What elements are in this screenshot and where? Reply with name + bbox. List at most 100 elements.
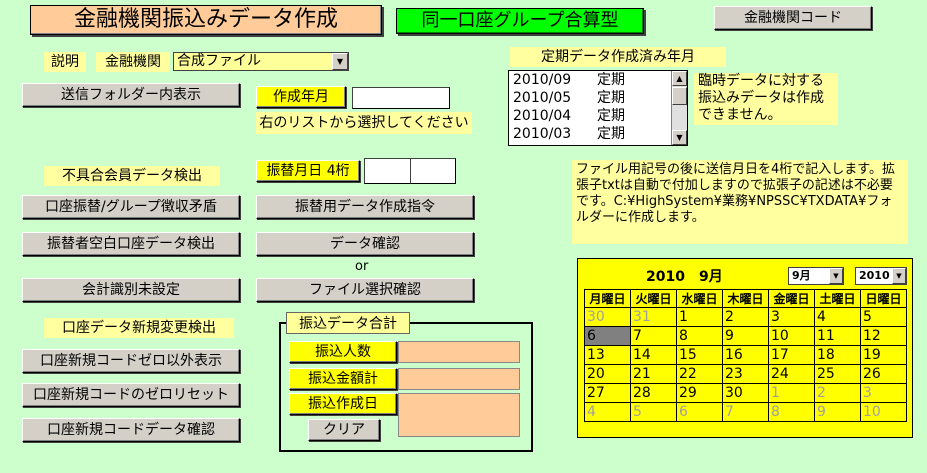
scroll-thumb[interactable]	[672, 87, 687, 105]
defective-header: 不具合会員データ検出	[44, 166, 220, 186]
calendar-day[interactable]: 3	[860, 383, 907, 403]
new-code-reset-button[interactable]: 口座新規コードのゼロリセット	[22, 383, 240, 407]
calendar-day[interactable]: 13	[584, 345, 631, 365]
chevron-down-icon[interactable]: ▼	[829, 268, 843, 284]
calendar-day[interactable]: 24	[768, 364, 815, 384]
calendar-day[interactable]: 10	[860, 402, 907, 422]
transfer-count-field[interactable]	[398, 341, 520, 363]
bank-combo[interactable]: 合成ファイル ▼	[173, 52, 349, 71]
calendar-day[interactable]: 12	[860, 326, 907, 346]
transfer-amount-button[interactable]: 振込金額計	[289, 368, 397, 390]
page-title: 金融機関振込みデータ作成	[30, 5, 382, 35]
periodic-list-date: 2010/04	[513, 108, 572, 124]
calendar-day[interactable]: 15	[676, 345, 723, 365]
new-code-check-button[interactable]: 口座新規コードデータ確認	[22, 418, 240, 442]
group-title: 振込データ合計	[286, 312, 410, 334]
temp-note: 臨時データに対する 振込みデータは作成 できません。	[694, 73, 838, 125]
calendar-day[interactable]: 5	[630, 402, 677, 422]
calendar-day[interactable]: 2	[722, 307, 769, 327]
explain-label[interactable]: 説明	[44, 52, 86, 72]
bank-label: 金融機関	[96, 52, 170, 72]
file-select-button[interactable]: ファイル選択確認	[256, 278, 474, 302]
listbox-scrollbar[interactable]: ▲ ▼	[671, 71, 687, 145]
or-label: or	[355, 259, 369, 274]
calendar-day[interactable]: 19	[860, 345, 907, 365]
file-note: ファイル用記号の後に送信月日を4桁で記入します。拡張子txtは自動で付加しますの…	[572, 160, 908, 244]
calendar-day[interactable]: 4	[584, 402, 631, 422]
calendar-day[interactable]: 8	[768, 402, 815, 422]
calendar-day[interactable]: 3	[768, 307, 815, 327]
clear-button[interactable]: クリア	[308, 419, 380, 441]
calendar-day[interactable]: 1	[676, 307, 723, 327]
account-group-button[interactable]: 口座振替/グループ徴収矛盾	[22, 195, 240, 219]
chevron-down-icon[interactable]: ▼	[892, 268, 906, 284]
transfer-data-instruction-button[interactable]: 振替用データ作成指令	[256, 195, 474, 219]
calendar-day[interactable]: 30	[722, 383, 769, 403]
blank-account-button[interactable]: 振替者空白口座データ検出	[22, 232, 240, 256]
calendar-day[interactable]: 5	[860, 307, 907, 327]
calendar-day[interactable]: 8	[676, 326, 723, 346]
calendar-day[interactable]: 2	[814, 383, 861, 403]
calendar-day[interactable]: 26	[860, 364, 907, 384]
select-hint-label: 右のリストから選択してください	[256, 112, 472, 134]
calendar-day[interactable]: 16	[722, 345, 769, 365]
create-month-input[interactable]	[352, 87, 450, 109]
chevron-down-icon[interactable]: ▼	[332, 53, 348, 70]
calendar-weekday: 木曜日	[722, 289, 769, 308]
calendar-weekday: 土曜日	[814, 289, 861, 308]
periodic-list-date: 2010/03	[513, 126, 572, 142]
calendar-day[interactable]: 6	[584, 326, 631, 346]
calendar-day[interactable]: 28	[630, 383, 677, 403]
transfer-date-input-2[interactable]	[410, 158, 456, 184]
calendar-day[interactable]: 7	[722, 402, 769, 422]
periodic-list-type: 定期	[597, 72, 625, 88]
transfer-date-created-button[interactable]: 振込作成日	[289, 393, 397, 415]
calendar-month-select[interactable]: 9月 ▼	[788, 267, 844, 285]
calendar-day[interactable]: 31	[630, 307, 677, 327]
calendar-day[interactable]: 9	[814, 402, 861, 422]
periodic-list-date: 2010/05	[513, 90, 572, 106]
calendar-weekday: 金曜日	[768, 289, 815, 308]
send-folder-button[interactable]: 送信フォルダー内表示	[22, 83, 240, 107]
calendar-day[interactable]: 18	[814, 345, 861, 365]
calendar-day[interactable]: 11	[814, 326, 861, 346]
data-check-button[interactable]: データ確認	[256, 232, 474, 256]
calendar-day[interactable]: 25	[814, 364, 861, 384]
bank-code-button[interactable]: 金融機関コード	[714, 6, 872, 30]
calendar-day[interactable]: 17	[768, 345, 815, 365]
calendar-day[interactable]: 14	[630, 345, 677, 365]
calendar-year-select[interactable]: 2010 ▼	[855, 267, 907, 285]
scroll-down-icon[interactable]: ▼	[672, 130, 687, 145]
create-month-button[interactable]: 作成年月	[256, 86, 346, 108]
calendar-day[interactable]: 23	[722, 364, 769, 384]
transfer-date-button[interactable]: 振替月日 4桁	[256, 160, 360, 182]
transfer-count-button[interactable]: 振込人数	[289, 341, 397, 363]
calendar-day[interactable]: 21	[630, 364, 677, 384]
calendar-day[interactable]: 29	[676, 383, 723, 403]
calendar-month-value: 9月	[792, 269, 811, 282]
calendar-day[interactable]: 4	[814, 307, 861, 327]
transfer-amount-field[interactable]	[398, 368, 520, 390]
calendar-day[interactable]: 30	[584, 307, 631, 327]
transfer-date-created-field[interactable]	[398, 393, 520, 437]
calendar-day[interactable]: 10	[768, 326, 815, 346]
calendar-day[interactable]: 20	[584, 364, 631, 384]
accounting-button[interactable]: 会計識別未設定	[22, 278, 240, 302]
scroll-up-icon[interactable]: ▲	[672, 71, 687, 86]
calendar-day[interactable]: 27	[584, 383, 631, 403]
new-code-nonzero-button[interactable]: 口座新規コードゼロ以外表示	[22, 349, 240, 373]
calendar-day[interactable]: 22	[676, 364, 723, 384]
calendar-day[interactable]: 1	[768, 383, 815, 403]
calendar-day[interactable]: 7	[630, 326, 677, 346]
calendar-day[interactable]: 6	[676, 402, 723, 422]
calendar-day[interactable]: 9	[722, 326, 769, 346]
transfer-date-input-1[interactable]	[364, 158, 412, 184]
